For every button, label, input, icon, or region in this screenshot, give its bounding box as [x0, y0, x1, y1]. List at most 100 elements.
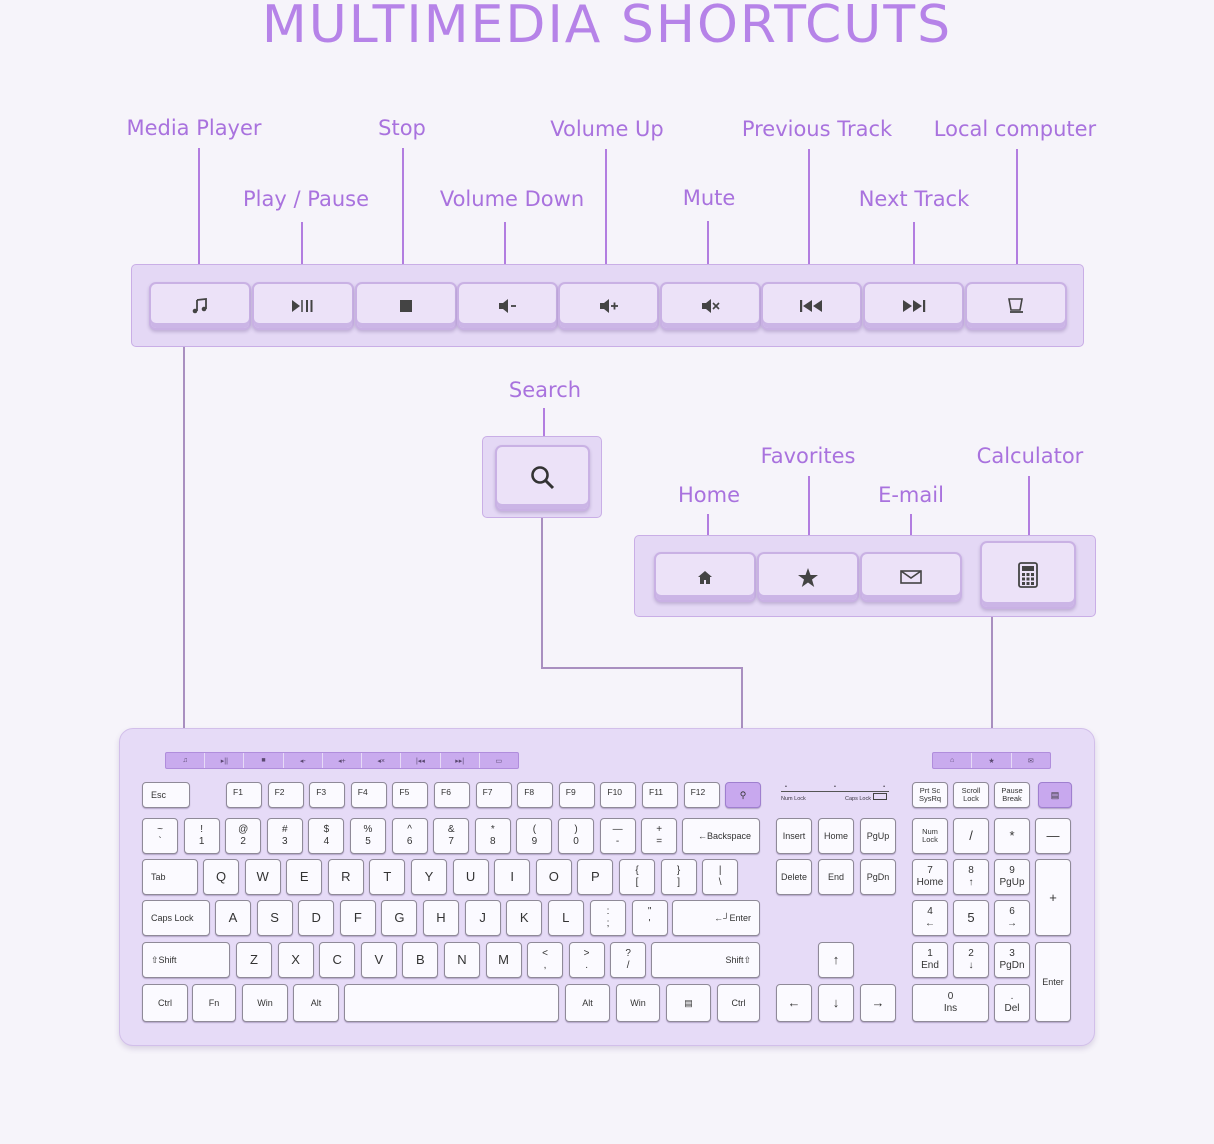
key-row3b-0[interactable]: :; — [590, 900, 626, 936]
key-x[interactable]: X — [277, 942, 314, 978]
left-alt-key[interactable]: Alt — [293, 984, 339, 1022]
stop-icon[interactable]: ■ — [244, 753, 284, 768]
fkey-f12[interactable]: F12 — [683, 782, 720, 808]
delete-key[interactable]: Delete — [776, 859, 812, 895]
enter-key[interactable]: ←┘Enter — [672, 900, 760, 936]
numpad-minus-key[interactable]: — — [1035, 818, 1071, 854]
numpad-n2[interactable]: 2↓ — [953, 942, 989, 978]
key-w[interactable]: W — [244, 859, 281, 895]
mute-icon[interactable]: ◂× — [362, 753, 402, 768]
key-i[interactable]: I — [494, 859, 531, 895]
key-row4b-2[interactable]: ?/ — [610, 942, 647, 978]
key-row1-1[interactable]: !1 — [183, 818, 220, 854]
right-win-key[interactable]: Win — [616, 984, 660, 1022]
fkey-f8[interactable]: F8 — [517, 782, 554, 808]
key-l[interactable]: L — [547, 900, 584, 936]
arrow-right-key[interactable]: → — [860, 984, 896, 1022]
arrow-down-key[interactable]: ↓ — [818, 984, 854, 1022]
key-row1-10[interactable]: )0 — [558, 818, 594, 854]
arrow-up-key[interactable]: ↑ — [818, 942, 854, 978]
calculator-key-small[interactable]: ▤ — [1038, 782, 1072, 808]
mail-icon[interactable]: ✉ — [1027, 757, 1034, 765]
numpad-divide-key[interactable]: / — [953, 818, 989, 854]
right-shift-key[interactable]: Shift⇧ — [651, 942, 760, 978]
key-row2b-1[interactable]: }] — [660, 859, 697, 895]
computer-icon[interactable]: ▭ — [495, 757, 503, 765]
key-row1-4[interactable]: $4 — [308, 818, 345, 854]
numpad-n4[interactable]: 4← — [912, 900, 948, 936]
esc-key[interactable]: Esc — [142, 782, 190, 808]
home-icon[interactable]: ⌂ — [933, 753, 973, 768]
left-shift-key[interactable]: ⇧Shift — [142, 942, 230, 978]
numpad-dot[interactable]: .Del — [994, 984, 1030, 1022]
key-f[interactable]: F — [339, 900, 376, 936]
fkey-f3[interactable]: F3 — [309, 782, 346, 808]
key-r[interactable]: R — [327, 859, 364, 895]
space-bar[interactable] — [344, 984, 559, 1022]
end-key[interactable]: End — [818, 859, 854, 895]
key-b[interactable]: B — [402, 942, 439, 978]
pgdn-key[interactable]: PgDn — [860, 859, 896, 895]
key-row2b-0[interactable]: {[ — [619, 859, 655, 895]
fkey-f4[interactable]: F4 — [350, 782, 387, 808]
left-ctrl-key[interactable]: Ctrl — [142, 984, 188, 1022]
tab-key[interactable]: Tab — [142, 859, 198, 895]
key-p[interactable]: P — [577, 859, 614, 895]
key-y[interactable]: Y — [411, 859, 447, 895]
key-row1-9[interactable]: (9 — [516, 818, 553, 854]
key-v[interactable]: V — [360, 942, 397, 978]
left-win-key[interactable]: Win — [242, 984, 288, 1022]
search-key-small[interactable]: ⚲ — [725, 782, 761, 808]
backspace-key[interactable]: ←Backspace — [682, 818, 760, 854]
key-h[interactable]: H — [423, 900, 459, 936]
key-row1-5[interactable]: %5 — [350, 818, 386, 854]
fkey-f5[interactable]: F5 — [392, 782, 429, 808]
key-j[interactable]: J — [464, 900, 501, 936]
key-row1-3[interactable]: #3 — [266, 818, 303, 854]
fkey-f6[interactable]: F6 — [434, 782, 470, 808]
key-row4b-1[interactable]: >. — [568, 942, 605, 978]
key-row1-2[interactable]: @2 — [225, 818, 262, 854]
fkey-f10[interactable]: F10 — [600, 782, 637, 808]
volume-down-icon[interactable]: ◂- — [284, 753, 323, 768]
key-m[interactable]: M — [485, 942, 522, 978]
numpad-multiply-key[interactable]: * — [994, 818, 1030, 854]
key-q[interactable]: Q — [203, 859, 239, 895]
fkey-f7[interactable]: F7 — [475, 782, 512, 808]
key-g[interactable]: G — [381, 900, 418, 936]
key-row3b-1[interactable]: "' — [631, 900, 668, 936]
pgup-key[interactable]: PgUp — [860, 818, 896, 854]
volume-up-icon[interactable]: ◂+ — [323, 753, 363, 768]
numpad-n5[interactable]: 5 — [953, 900, 989, 936]
next-track-icon[interactable]: ▸▸| — [441, 753, 480, 768]
music-note-icon[interactable]: ♫ — [166, 753, 206, 768]
key-k[interactable]: K — [506, 900, 543, 936]
right-ctrl-key[interactable]: Ctrl — [717, 984, 760, 1022]
key-z[interactable]: Z — [236, 942, 272, 978]
key-row1-7[interactable]: &7 — [433, 818, 470, 854]
key-row4b-0[interactable]: <, — [527, 942, 563, 978]
fkey-f1[interactable]: F1 — [226, 782, 262, 808]
key-row1-6[interactable]: ^6 — [391, 818, 428, 854]
insert-key[interactable]: Insert — [776, 818, 812, 854]
fn-key[interactable]: Fn — [192, 984, 236, 1022]
arrow-left-key[interactable]: ← — [776, 984, 812, 1022]
fkey-f11[interactable]: F11 — [642, 782, 678, 808]
numpad-enter-key[interactable]: Enter — [1035, 942, 1071, 1022]
key-e[interactable]: E — [286, 859, 323, 895]
key-a[interactable]: A — [215, 900, 251, 936]
key-row2b-2[interactable]: |\ — [702, 859, 739, 895]
right-alt-key[interactable]: Alt — [565, 984, 610, 1022]
fkey-f9[interactable]: F9 — [558, 782, 595, 808]
key-n[interactable]: N — [444, 942, 480, 978]
key-c[interactable]: C — [319, 942, 356, 978]
key-row1-11[interactable]: —- — [599, 818, 636, 854]
